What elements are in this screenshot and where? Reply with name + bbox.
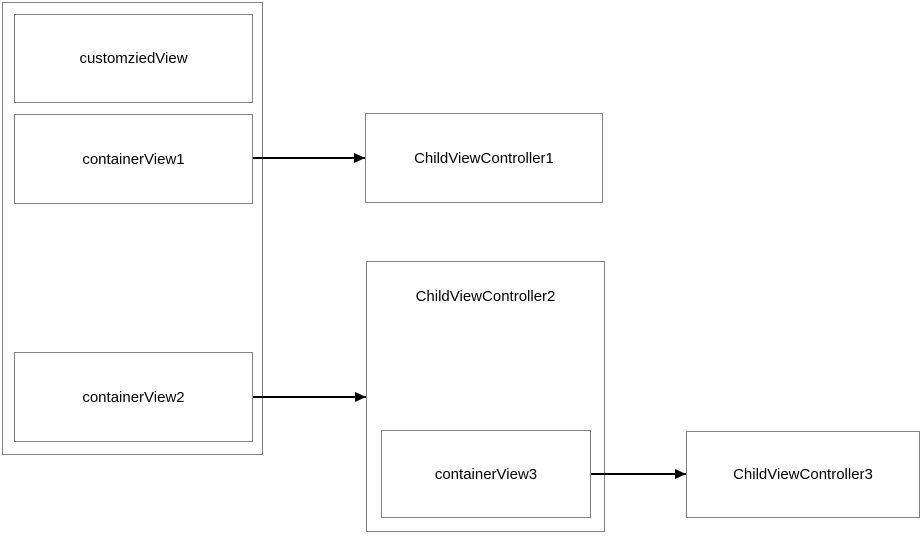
arrow-containerview3-to-childviewcontroller3 xyxy=(591,469,686,479)
parent-view-box xyxy=(2,2,263,455)
child-view-controller2-label: ChildViewController2 xyxy=(415,288,556,305)
container-view2-label: containerView2 xyxy=(82,388,185,406)
child-view-controller1-label: ChildViewController1 xyxy=(414,149,554,167)
child-view-controller1-box: ChildViewController1 xyxy=(365,113,603,203)
container-view1-box: containerView1 xyxy=(14,114,253,204)
container-view3-box: containerView3 xyxy=(381,430,591,518)
child-view-controller3-box: ChildViewController3 xyxy=(686,431,920,518)
child-view-controller3-label: ChildViewController3 xyxy=(733,466,873,483)
container-view2-box: containerView2 xyxy=(14,352,253,442)
customzied-view-box: customziedView xyxy=(14,14,253,103)
container-view3-label: containerView3 xyxy=(434,465,538,483)
arrow-containerview1-to-childviewcontroller1 xyxy=(253,153,365,163)
arrow-containerview2-to-childviewcontroller2 xyxy=(253,392,366,402)
customzied-view-label: customziedView xyxy=(79,50,188,67)
container-view1-label: containerView1 xyxy=(82,150,185,168)
